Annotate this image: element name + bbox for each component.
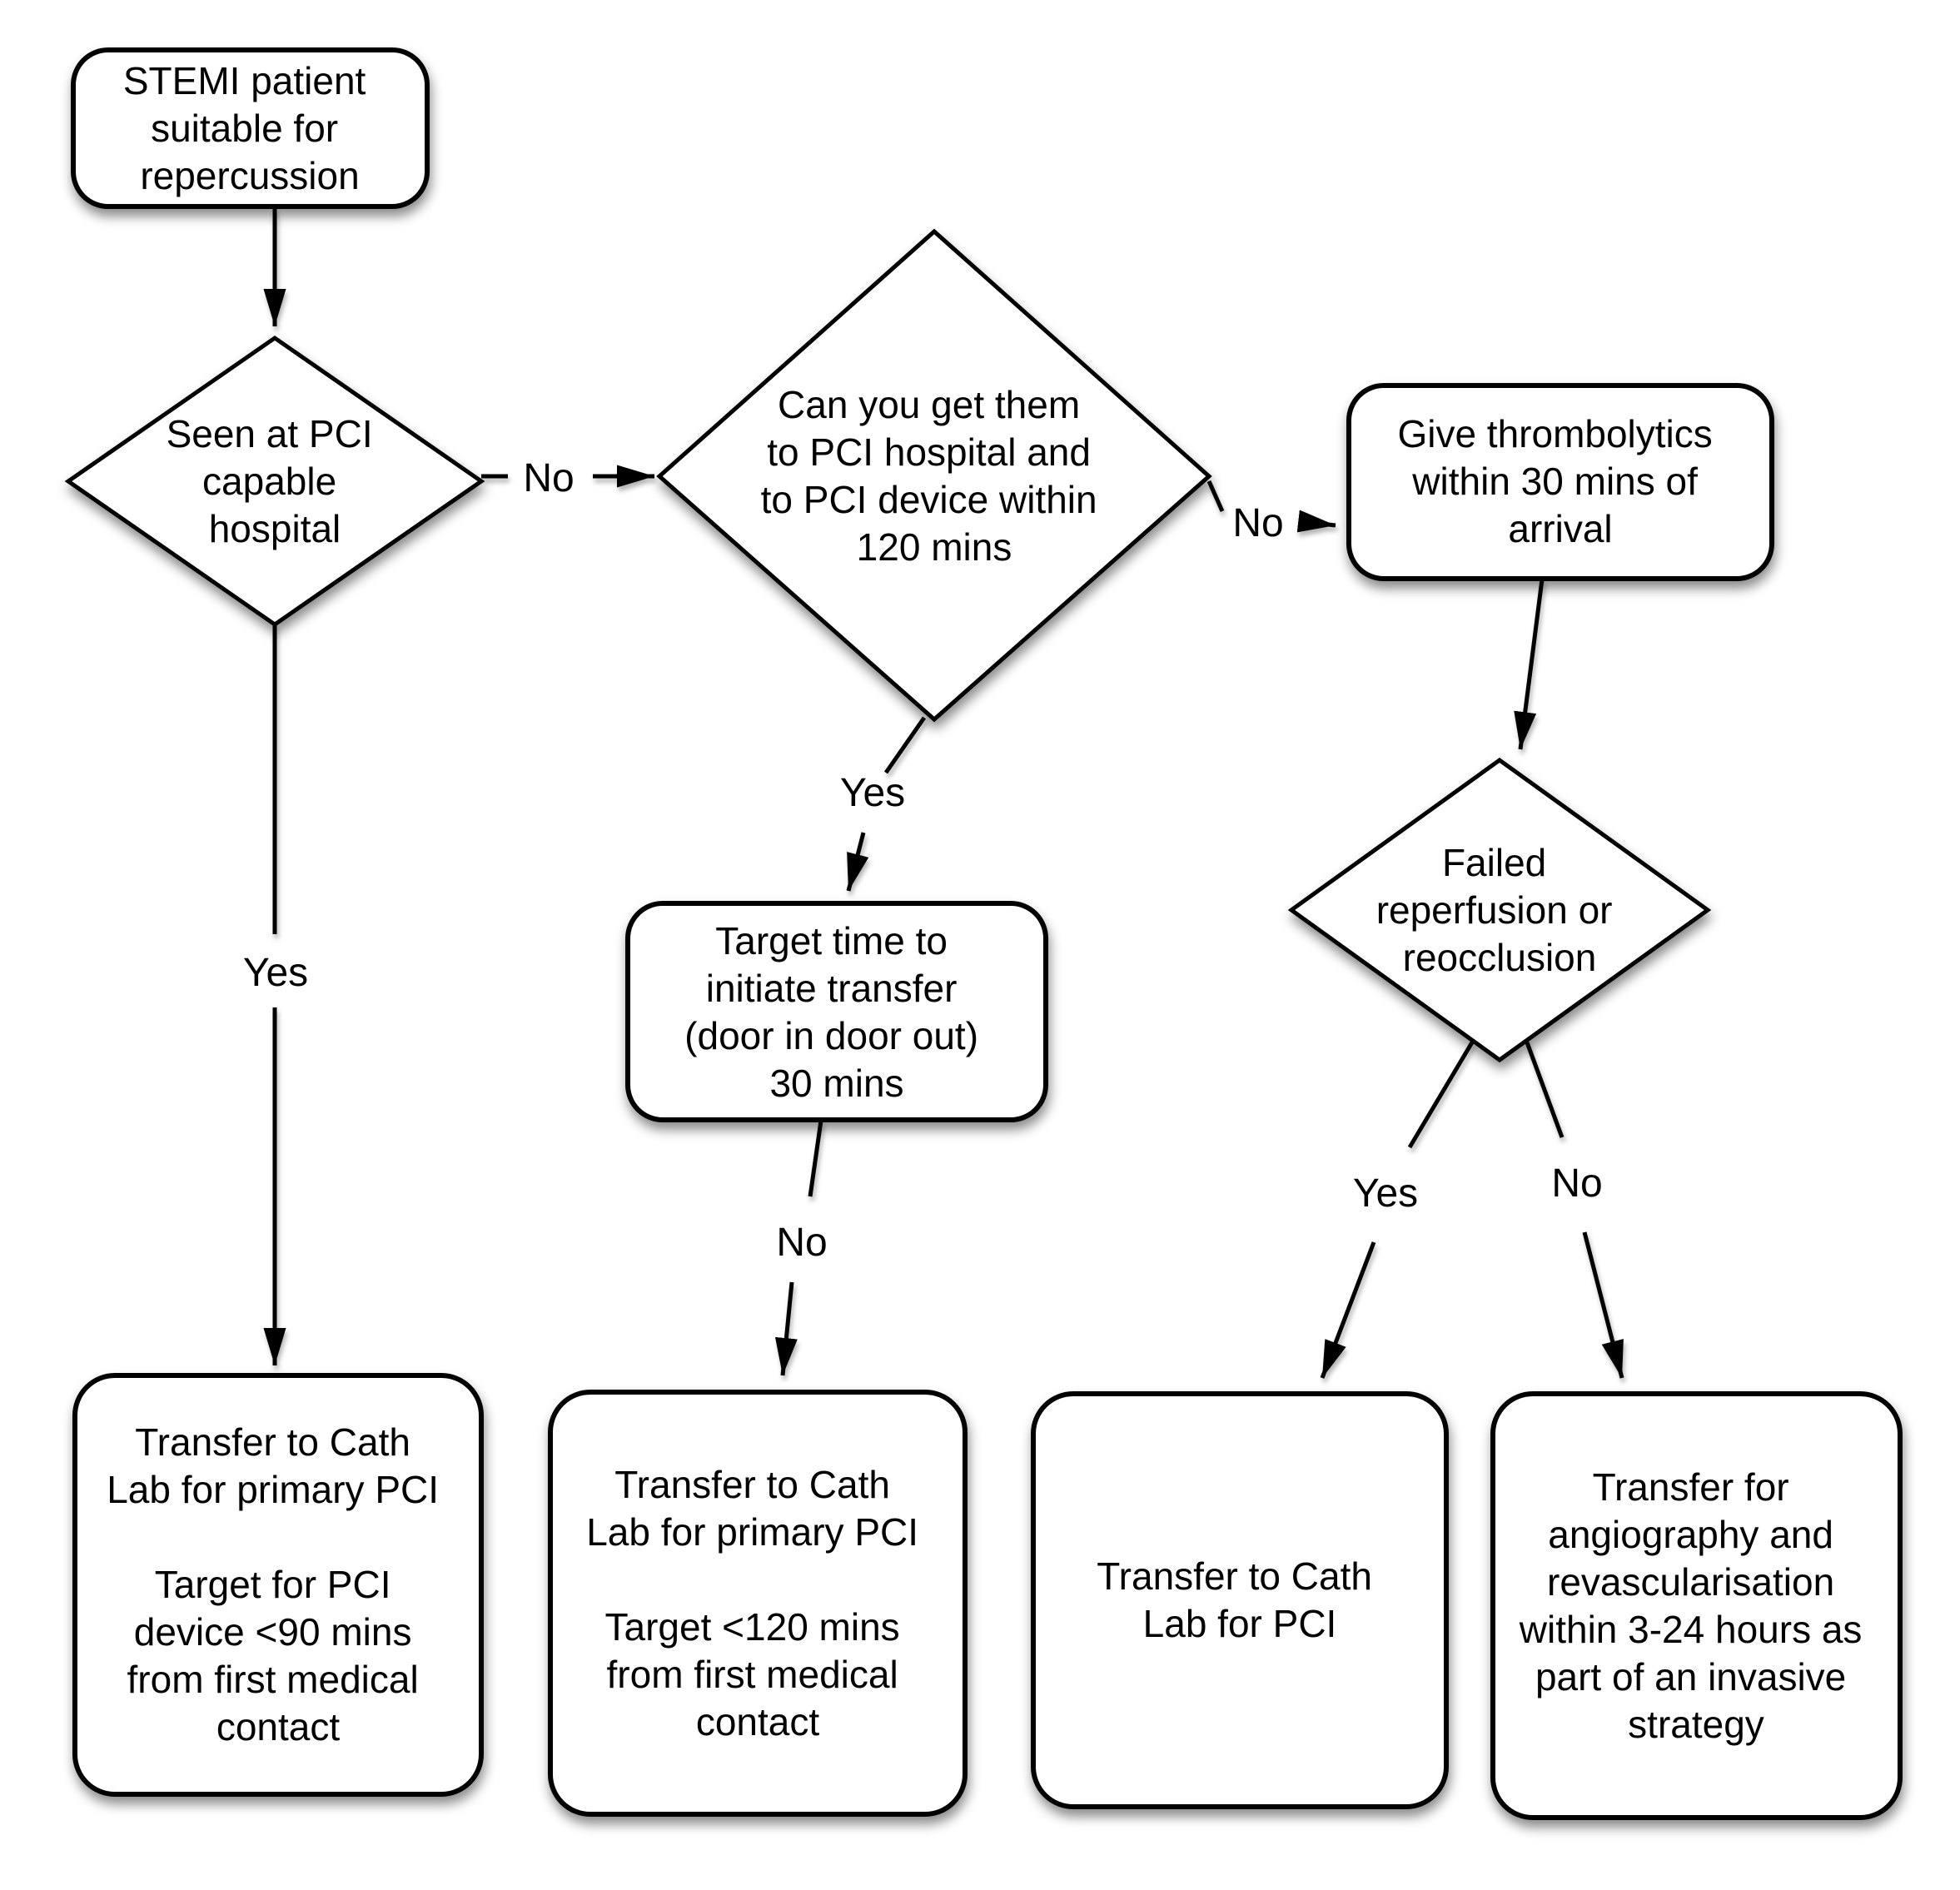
- label-no-2: No: [1232, 501, 1283, 545]
- angiography-shape: [1490, 1391, 1903, 1820]
- label-yes-3: Yes: [1353, 1171, 1418, 1216]
- edge-labels: No No Yes Yes No Yes No: [243, 456, 1603, 1265]
- seen-at-pci-shape: [64, 335, 485, 628]
- edge-no-to-transfer-120: [774, 1281, 798, 1376]
- edge-canyouget-no-stub: [1206, 480, 1225, 513]
- target-time-text: Target time to initiate transfer (door i…: [684, 919, 989, 1105]
- can-you-get-shape: [656, 228, 1212, 723]
- edge-thrombolytics-to-failed: [1514, 579, 1545, 750]
- edge-no-to-angiography: [1582, 1231, 1624, 1379]
- transfer-cath-90-shape: [72, 1373, 484, 1797]
- stemi-start-text: STEMI patient suitable for repercussion: [123, 59, 376, 197]
- edge-failed-no-stub: [1525, 1042, 1565, 1138]
- node-transfer-cath-pci: Transfer to Cath Lab for PCI: [1031, 1391, 1449, 1809]
- node-seen-at-pci: Seen at PCI capable hospital: [64, 335, 485, 628]
- transfer-cath-120-text: Transfer to Cath Lab for primary PCI Tar…: [586, 1463, 929, 1743]
- node-can-you-get: Can you get them to PCI hospital and to …: [656, 228, 1212, 723]
- edge-yes-to-target-time: [846, 832, 869, 892]
- failed-reperfusion-text: Failed reperfusion or reocclusion: [1376, 841, 1624, 979]
- seen-at-pci-text: Seen at PCI capable hospital: [167, 412, 384, 550]
- node-transfer-cath-90: Transfer to Cath Lab for primary PCI Tar…: [72, 1373, 484, 1797]
- edges: [263, 208, 1624, 1379]
- thrombolytics-text: Give thrombolytics within 30 mins of arr…: [1397, 412, 1723, 550]
- label-yes-2: Yes: [840, 771, 905, 815]
- stemi-start-shape: [71, 47, 430, 209]
- edge-no-to-thrombolytics: [1296, 510, 1336, 533]
- thrombolytics-shape: [1346, 383, 1774, 581]
- edge-targettime-no-stub: [808, 1120, 823, 1197]
- edge-failed-yes-stub: [1407, 1041, 1475, 1149]
- angiography-text: Transfer for angiography and revasculari…: [1519, 1465, 1873, 1746]
- target-time-shape: [625, 901, 1048, 1122]
- node-target-time: Target time to initiate transfer (door i…: [625, 901, 1048, 1122]
- edge-yes-to-cath-pci: [1320, 1241, 1376, 1379]
- transfer-cath-pci-shape: [1031, 1391, 1449, 1809]
- label-yes-1: Yes: [243, 951, 308, 995]
- edge-canyouget-yes-stub: [883, 716, 927, 774]
- label-no-3: No: [776, 1221, 827, 1265]
- node-stemi-start: STEMI patient suitable for repercussion: [71, 47, 430, 209]
- node-thrombolytics: Give thrombolytics within 30 mins of arr…: [1346, 383, 1774, 581]
- node-failed-reperfusion: Failed reperfusion or reocclusion: [1287, 757, 1712, 1063]
- label-no-4: No: [1551, 1161, 1602, 1206]
- transfer-cath-120-shape: [548, 1390, 968, 1817]
- node-angiography: Transfer for angiography and revasculari…: [1490, 1391, 1903, 1820]
- failed-reperfusion-shape: [1287, 757, 1712, 1063]
- transfer-cath-90-text: Transfer to Cath Lab for primary PCI Tar…: [107, 1420, 450, 1748]
- can-you-get-text: Can you get them to PCI hospital and to …: [761, 383, 1108, 569]
- node-transfer-cath-120: Transfer to Cath Lab for primary PCI Tar…: [548, 1390, 968, 1817]
- transfer-cath-pci-text: Transfer to Cath Lab for PCI: [1097, 1554, 1382, 1645]
- label-no-1: No: [523, 456, 574, 500]
